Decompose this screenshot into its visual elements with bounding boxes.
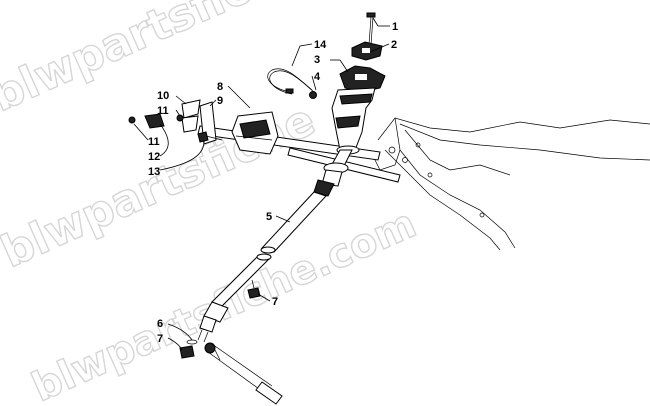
callout-4: 4 [314, 71, 321, 83]
callout-7-upper: 7 [272, 296, 278, 308]
watermark-top: blwpartsfiche [0, 0, 313, 122]
steering-tube-lower [197, 301, 229, 343]
callout-5: 5 [266, 211, 272, 223]
part-11-nut-right [176, 114, 184, 122]
callout-11-lower: 11 [148, 136, 160, 148]
part-5-shaft [211, 191, 327, 307]
part-7-bolt-upper [247, 279, 261, 299]
tie-rod [204, 342, 283, 405]
callout-12: 12 [148, 151, 160, 163]
callout-3: 3 [314, 54, 320, 66]
callout-9: 9 [217, 95, 223, 107]
part-13-bolt [197, 131, 223, 143]
callout-1: 1 [392, 21, 398, 33]
callout-labels: 1 2 3 4 14 8 9 10 11 11 12 13 5 7 6 7 [148, 21, 398, 345]
column-support [331, 87, 376, 155]
part-8-bracket [231, 111, 279, 155]
leader-lines [133, 17, 390, 351]
part-12-clamp [144, 113, 165, 129]
callout-8: 8 [217, 81, 223, 93]
part-2-clamp-upper [351, 41, 383, 61]
part-3-clamp-lower [339, 65, 386, 93]
part-1-bolt [366, 12, 376, 46]
callout-11-upper: 11 [157, 105, 169, 117]
callout-10: 10 [157, 90, 169, 102]
steering-shaft-upper [313, 149, 353, 197]
callout-13: 13 [148, 166, 160, 178]
callout-7-lower: 7 [157, 333, 163, 345]
part-10-bracket [181, 99, 201, 133]
part-7-nut-lower [179, 345, 195, 359]
callout-14: 14 [314, 39, 327, 51]
part-14-cable [267, 68, 315, 95]
part-4-nut [309, 91, 317, 99]
callout-2: 2 [391, 39, 397, 51]
part-11-nut-left [128, 116, 136, 124]
callout-6: 6 [157, 318, 163, 330]
